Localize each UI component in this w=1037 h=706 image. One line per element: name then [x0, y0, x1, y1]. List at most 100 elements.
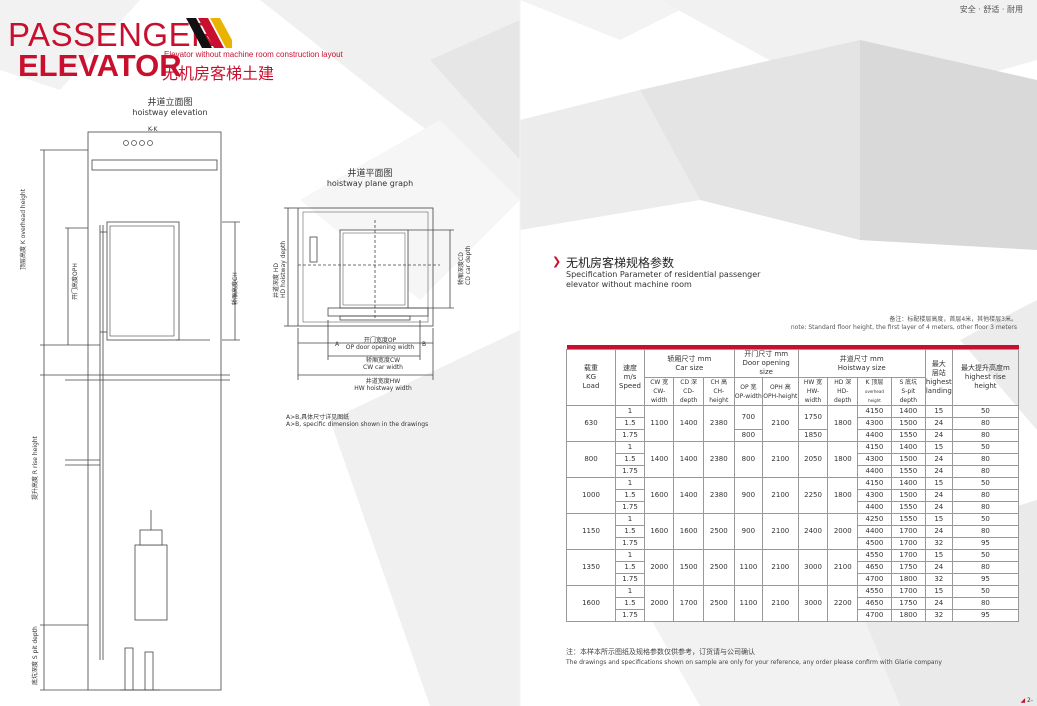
cell-speed: 1.5 — [615, 453, 645, 466]
cell-speed: 1.5 — [615, 525, 645, 538]
cell-k: 4250 — [857, 513, 892, 526]
cell-cw: 2000 — [643, 549, 675, 586]
cell-landing: 32 — [924, 573, 953, 586]
tagline: 安全 · 舒适 · 耐用 — [959, 5, 1023, 14]
label-s-cn: 底坑深度 S — [32, 655, 39, 685]
cell-hw: 1750 — [797, 405, 829, 430]
cell-cw: 1400 — [643, 441, 675, 478]
label-hd-cn: 井道深度 HD — [273, 262, 280, 298]
cell-oph: 2100 — [762, 477, 799, 514]
cell-landing: 15 — [924, 549, 953, 562]
label-op: 开门宽度OP OP door opening width — [340, 335, 420, 351]
cell-k: 4700 — [857, 609, 892, 622]
cell-s: 1400 — [890, 405, 926, 418]
cell-speed: 1.75 — [615, 609, 645, 622]
label-cd-cn: 轿厢深度CD — [458, 252, 465, 285]
cell-k: 4300 — [857, 453, 892, 466]
cell-cd: 1600 — [673, 513, 704, 550]
cell-cd: 1700 — [673, 585, 704, 622]
spec-note-cn: 备注：标配楼层高度，首层4米，其他楼层3米。 — [889, 316, 1017, 323]
cell-speed: 1.75 — [615, 465, 645, 478]
cell-s: 1800 — [890, 573, 926, 586]
cell-k: 4500 — [857, 537, 892, 550]
label-hd-en: HD hoistway depth — [280, 240, 287, 298]
label-r-en: rise height — [32, 436, 39, 468]
label-cw: 轿厢宽度CW CW car width — [338, 355, 428, 371]
cell-landing: 15 — [924, 477, 953, 490]
cell-s: 1500 — [890, 453, 926, 466]
cell-landing: 32 — [924, 537, 953, 550]
cell-rise: 80 — [951, 501, 1020, 514]
cell-k: 4550 — [857, 585, 892, 598]
cell-k: 4150 — [857, 477, 892, 490]
cell-speed: 1.5 — [615, 597, 645, 610]
cell-op: 900 — [733, 477, 764, 514]
plane-title: 井道平面图 hoistway plane graph — [320, 166, 420, 188]
label-cd-en: CD car depth — [465, 245, 472, 285]
cell-op: 800 — [733, 429, 764, 442]
label-cw-en: CW car width — [363, 364, 403, 371]
cell-speed: 1 — [615, 585, 645, 598]
cell-landing: 15 — [924, 441, 953, 454]
cell-rise: 95 — [951, 573, 1020, 586]
footer-note-en: The drawings and specifications shown on… — [566, 659, 942, 666]
cell-s: 1500 — [890, 417, 926, 430]
cell-hw: 1850 — [797, 429, 829, 442]
cell-cw: 1600 — [643, 513, 675, 550]
cell-cd: 1400 — [673, 441, 704, 478]
cell-oph: 2100 — [762, 405, 799, 442]
page-marker-icon: ◢ — [1020, 697, 1026, 704]
cell-rise: 80 — [951, 453, 1020, 466]
cell-speed: 1.5 — [615, 489, 645, 502]
label-op-en: OP door opening width — [345, 344, 415, 351]
cell-k: 4300 — [857, 417, 892, 430]
label-k-en: overhead height — [20, 188, 27, 239]
cell-k: 4400 — [857, 429, 892, 442]
cell-load: 1000 — [566, 477, 616, 514]
cell-rise: 95 — [951, 609, 1020, 622]
cell-s: 1400 — [890, 441, 926, 454]
cell-k: 4650 — [857, 597, 892, 610]
cell-speed: 1.5 — [615, 561, 645, 574]
elevation-title: 井道立面图 hoistway elevation — [120, 95, 220, 117]
cell-s: 1700 — [890, 549, 926, 562]
cell-rise: 50 — [951, 549, 1020, 562]
cell-speed: 1.75 — [615, 429, 645, 442]
cell-rise: 50 — [951, 405, 1020, 418]
cell-landing: 24 — [924, 489, 953, 502]
cell-cd: 1400 — [673, 477, 704, 514]
cell-oph: 2100 — [762, 513, 799, 550]
footer-note-cn: 注：本样本所示图纸及规格参数仅供参考，订货请与公司确认 — [566, 648, 755, 656]
cell-s: 1550 — [890, 465, 926, 478]
label-k: 顶层高度 K overhead height — [18, 189, 27, 270]
cell-rise: 80 — [951, 561, 1020, 574]
cell-op: 1100 — [733, 585, 764, 622]
elevation-title-en: hoistway elevation — [132, 108, 208, 117]
cell-speed: 1.75 — [615, 501, 645, 514]
subtitle-cn: 无机房客梯土建 — [162, 64, 275, 83]
cell-landing: 24 — [924, 417, 953, 430]
label-cw-cn: 轿厢宽度CW — [365, 357, 401, 364]
cell-landing: 24 — [924, 453, 953, 466]
cell-s: 1800 — [890, 609, 926, 622]
cell-ch: 2500 — [702, 549, 735, 586]
label-hd: 井道深度 HD HD hoistway depth — [271, 241, 287, 298]
